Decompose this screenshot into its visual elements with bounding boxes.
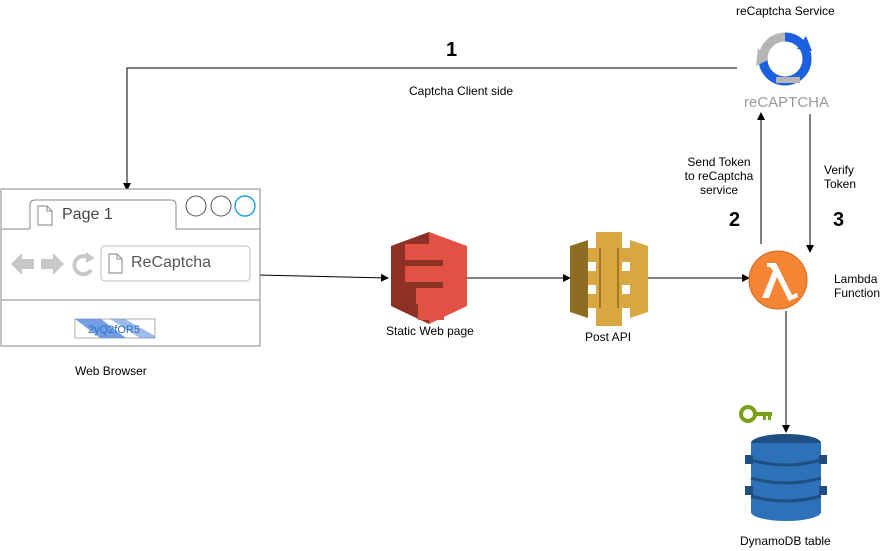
lambda-label-line: Function <box>834 286 881 300</box>
refresh-icon[interactable] <box>72 252 95 277</box>
window-close-button[interactable] <box>234 195 256 217</box>
page-icon <box>37 205 53 226</box>
forward-arrow-icon[interactable] <box>41 253 64 275</box>
connector-browser-to-static <box>257 273 389 282</box>
post-api-label: Post API <box>585 330 632 344</box>
captcha-text: 2yQ2fOR5 <box>88 324 140 336</box>
lambda-label: Lambda Function <box>834 272 880 300</box>
step3-number: 3 <box>833 209 845 231</box>
web-browser-window <box>0 188 261 347</box>
step2-number: 2 <box>729 209 741 231</box>
captcha-image <box>74 318 156 339</box>
address-bar[interactable] <box>100 245 251 282</box>
api-gateway-icon <box>570 232 648 326</box>
recaptcha-logo-icon <box>756 32 812 86</box>
lambda-label-line: Lambda <box>834 272 878 286</box>
step2-label: Send Token to reCaptcha service <box>680 155 758 197</box>
step1-number: 1 <box>446 39 458 61</box>
step2-label-line: service <box>699 183 738 197</box>
step3-label-line: Verify <box>824 163 855 177</box>
s3-bucket-icon <box>391 232 467 324</box>
recaptcha-logo-text: reCAPTCHA <box>744 94 830 111</box>
static-web-label: Static Web page <box>386 324 474 338</box>
step3-label-line: Token <box>824 177 857 191</box>
browser-tab-label[interactable]: Page 1 <box>62 206 113 223</box>
recaptcha-service-title: reCaptcha Service <box>736 4 835 18</box>
step3-label: Verify Token <box>824 163 856 191</box>
window-minimize-button[interactable] <box>185 195 207 217</box>
address-page-icon <box>108 253 123 274</box>
dynamodb-icon <box>745 434 827 521</box>
web-browser-caption: Web Browser <box>75 364 147 378</box>
step1-label: Captcha Client side <box>409 84 514 98</box>
step2-label-line: to reCaptcha <box>684 169 754 183</box>
key-icon <box>739 405 772 423</box>
back-arrow-icon[interactable] <box>11 253 34 275</box>
window-maximize-button[interactable] <box>210 195 232 217</box>
step2-label-line: Send Token <box>687 155 751 169</box>
connector-step1 <box>123 67 737 191</box>
address-bar-text[interactable]: ReCaptcha <box>131 254 212 271</box>
lambda-function-icon <box>748 250 808 310</box>
dynamodb-label: DynamoDB table <box>740 534 831 548</box>
